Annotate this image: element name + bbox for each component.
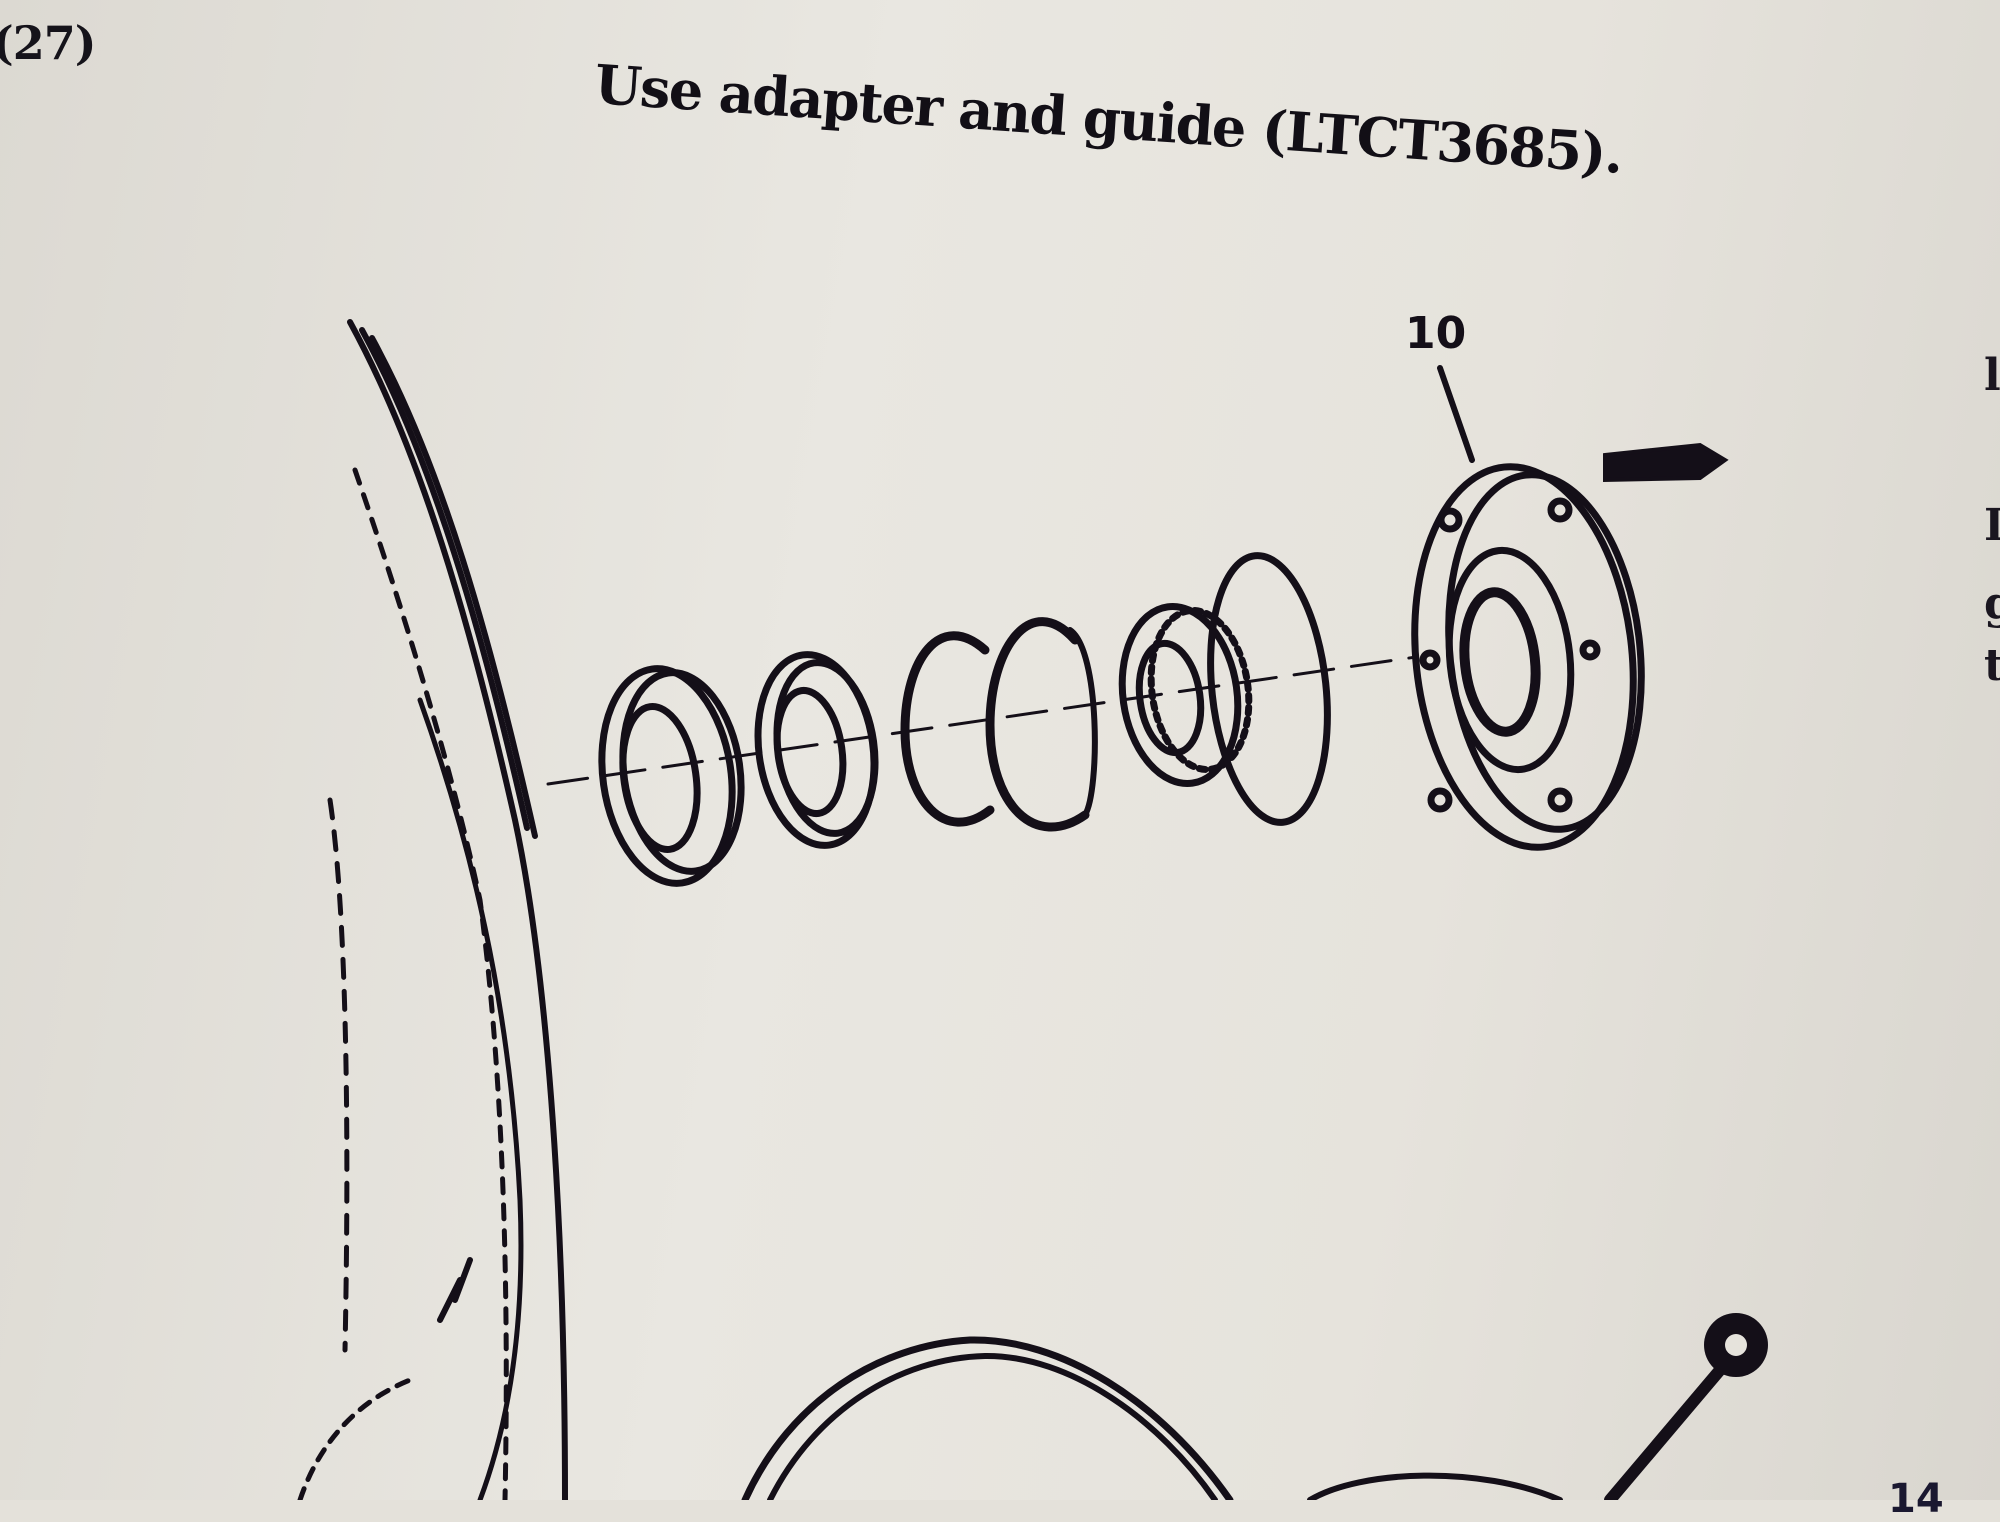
snap-ring-drawing [900, 631, 995, 827]
lever-drawing [1604, 1364, 1726, 1500]
page-number: 14 [1888, 1476, 1944, 1522]
margin-text-fragment: I [1984, 500, 2000, 551]
snap-ring-drawing [985, 617, 1090, 832]
bearing-cup-drawing [754, 651, 879, 849]
callout-leader [1437, 365, 1475, 463]
bearing-cover-drawing [741, 1336, 1234, 1500]
section-reference: (27) [0, 16, 97, 70]
oil-seal-drawing [598, 665, 745, 887]
part-callout-10: 10 [1405, 308, 1467, 359]
margin-text-fragment: l [1984, 350, 2000, 401]
margin-text-fragment: g [1984, 578, 2000, 629]
bearing-cone-drawing [1118, 603, 1253, 787]
housing-frame-drawing [297, 319, 568, 1500]
dowel-pin-drawing [1603, 442, 1729, 483]
margin-text-fragment: t [1984, 640, 2000, 691]
retainer-housing-drawing [1411, 463, 1645, 851]
o-ring-drawing [1207, 552, 1331, 826]
